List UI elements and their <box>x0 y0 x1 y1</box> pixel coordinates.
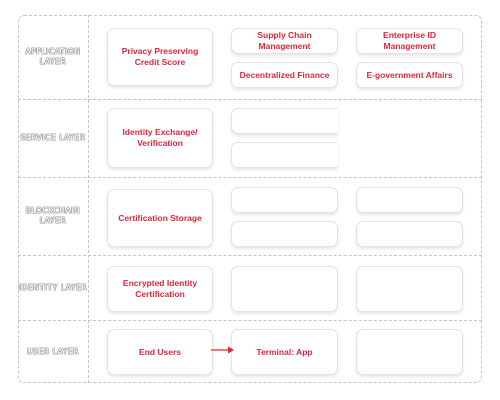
box-end-users: End Users <box>107 329 213 375</box>
layer-divider <box>18 177 482 178</box>
layer-divider <box>18 255 482 256</box>
box-encrypted-identity-certification: Encrypted Identity Certification <box>107 266 213 312</box>
box-identity-exchange-verification: Identity Exchange/ Verification <box>107 108 213 168</box>
box-privacy-preserving-credit-score: Privacy Preserving Credit Score <box>107 28 213 86</box>
label-column-divider <box>88 15 89 383</box>
layer-label-blockchain: BLOCKCHAIN LAYER <box>25 206 81 225</box>
box-supply-chain-management: Supply Chain Management <box>231 28 338 54</box>
box-certification-storage: Certification Storage <box>107 189 213 247</box>
blockchain-empty-box <box>231 221 338 247</box>
layer-label-user: USER LAYER <box>26 346 79 356</box>
box-terminal-app: Terminal: App <box>231 329 338 375</box>
layer-label-identity: IDENTITY LAYER <box>18 282 88 292</box>
identity-empty-box <box>356 266 463 312</box>
layer-divider <box>18 320 482 321</box>
service-empty-box <box>231 108 338 134</box>
box-enterprise-id-management: Enterprise ID Management <box>356 28 463 54</box>
service-empty-box <box>231 142 338 168</box>
box-decentralized-finance: Decentralized Finance <box>231 62 338 88</box>
box-e-government-affairs: E-government Affairs <box>356 62 463 88</box>
identity-empty-box <box>231 266 338 312</box>
layer-label-service: SERVICE LAYER <box>20 133 86 142</box>
blockchain-empty-box <box>231 187 338 213</box>
architecture-frame <box>18 15 482 383</box>
layer-divider <box>18 99 482 100</box>
blockchain-empty-box <box>356 221 463 247</box>
blockchain-empty-box <box>356 187 463 213</box>
layer-label-application: APPLICATION LAYER <box>25 47 81 66</box>
user-empty-box <box>356 329 463 375</box>
arrow-right-icon <box>211 346 234 354</box>
